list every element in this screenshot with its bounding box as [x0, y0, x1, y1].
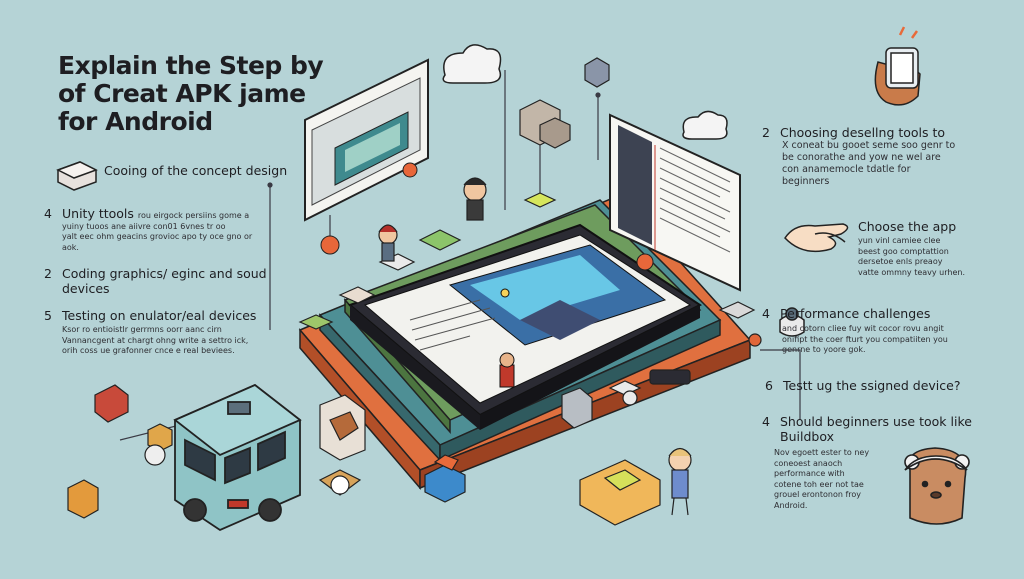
body-line: and cotorn cliee fuy wit cocor rovu angi…: [782, 324, 944, 333]
heading-text: Coding graphics/ eginc and soud: [62, 266, 267, 281]
left-item-testing: 5 Testing on enulator/eal devices Ksor ro…: [44, 308, 314, 357]
right-item-testing: 6 Testt ug the ssigned device?: [765, 378, 1015, 393]
heading-text: Cooing of the concept design: [104, 163, 288, 178]
right-item-performance: 4 Performance challenges and cotorn cliee…: [762, 306, 1012, 356]
item-number: 4: [44, 206, 52, 221]
body-line: Android.: [774, 500, 808, 510]
heading-text: Testt ug the ssigned device?: [783, 378, 961, 393]
hand-gesture-icon: [784, 223, 849, 253]
body-line: dersetoe enls preaoy: [858, 257, 943, 266]
cloud-icon: [442, 44, 728, 140]
body-line: onifipt the coer fturt you compatiiten y…: [782, 334, 948, 344]
item-number: 4: [762, 414, 770, 429]
body-line: Nov egoett ester to ney: [774, 448, 870, 457]
heading-text: Testing on enulator/eal devices: [62, 308, 257, 323]
body-line: coneoest anaoch: [774, 458, 843, 468]
character-figure: [378, 177, 692, 516]
pill-icon: [56, 161, 98, 191]
title-line: for Android: [58, 107, 213, 136]
misc-objects: [67, 333, 762, 526]
body-line: yalt eec ohm geacins grovioc apo ty oce …: [62, 232, 253, 241]
title-line: Explain the Step by: [58, 51, 324, 80]
body-line: X coneat bu gooet seme soo genr to: [782, 140, 956, 151]
orange-ball: [636, 253, 654, 271]
floating-window-right: [609, 113, 741, 292]
heading-text: Performance challenges: [780, 306, 931, 321]
tablet-device: [348, 223, 702, 430]
cube-blocks: [519, 57, 610, 149]
joystick-icon: [779, 307, 805, 337]
hand-phone-icon: [874, 26, 921, 106]
item-number: 4: [762, 306, 770, 321]
body-line: beginners: [782, 176, 830, 187]
right-item-choose-app: Choose the app yun vinl camiee clee bees…: [858, 219, 1018, 278]
right-item-tools: 2 Choosing desellng tools to X coneat bu …: [762, 125, 1012, 188]
item-number: 6: [765, 378, 773, 393]
body-line: yuiny tuoos ane aiivre con01 6vnes tr oo: [62, 221, 226, 231]
item-number: 5: [44, 308, 52, 323]
body-line: beest goo comptattion: [858, 246, 949, 256]
heading-text: devices: [62, 281, 110, 296]
body-line: grouel erontonon froy: [774, 490, 862, 499]
left-heading-concept: Cooing of the concept design: [104, 163, 287, 178]
heading-text: Choosing desellng tools to: [780, 125, 946, 140]
body-line: genrne to yoore gok.: [782, 345, 866, 354]
bear-mascot-icon: [904, 447, 970, 525]
heading-text: Buildbox: [780, 429, 834, 444]
orange-ball: [402, 162, 418, 178]
body-line: vatte ommny teavy urhen.: [858, 267, 965, 277]
heading-text: Should beginners use took like: [780, 414, 972, 429]
van-illustration: [173, 383, 302, 532]
body-line: Ksor ro entioistlr gerrmns oorr aanc cir…: [62, 325, 222, 334]
orange-ball: [320, 235, 340, 255]
heading-text: Unity ttools: [62, 206, 134, 221]
body-line: yun vinl camiee clee: [858, 236, 941, 245]
item-number: 2: [44, 266, 52, 281]
body-line: cotene toh eer not tae: [774, 479, 864, 489]
right-item-buildbox: 4 Should beginners use took like Buildbox…: [762, 414, 1012, 511]
left-item-coding: 2 Coding graphics/ eginc and soud devices: [44, 266, 304, 296]
body-line: performance with: [774, 469, 845, 478]
body-line: con anamemocle tdatle for: [782, 164, 911, 175]
left-item-unity: 4 Unity ttools rou eirgock persiins gome …: [44, 206, 294, 253]
inline-body: rou eirgock persiins gome a: [137, 211, 250, 220]
body-line: Vannancgent at chargt ohng write a settr…: [62, 335, 249, 345]
floating-window-left: [304, 58, 429, 222]
page-title: Explain the Step by of Creat APK jame fo…: [58, 52, 358, 136]
body-line: aok.: [62, 242, 79, 252]
heading-text: Choose the app: [858, 219, 957, 234]
body-line: orih coss ue grafonner cnce e real bevie…: [62, 346, 235, 355]
body-line: be conorathe and yow ne wel are: [782, 152, 941, 163]
item-number: 2: [762, 125, 770, 140]
title-line: of Creat APK jame: [58, 79, 306, 108]
